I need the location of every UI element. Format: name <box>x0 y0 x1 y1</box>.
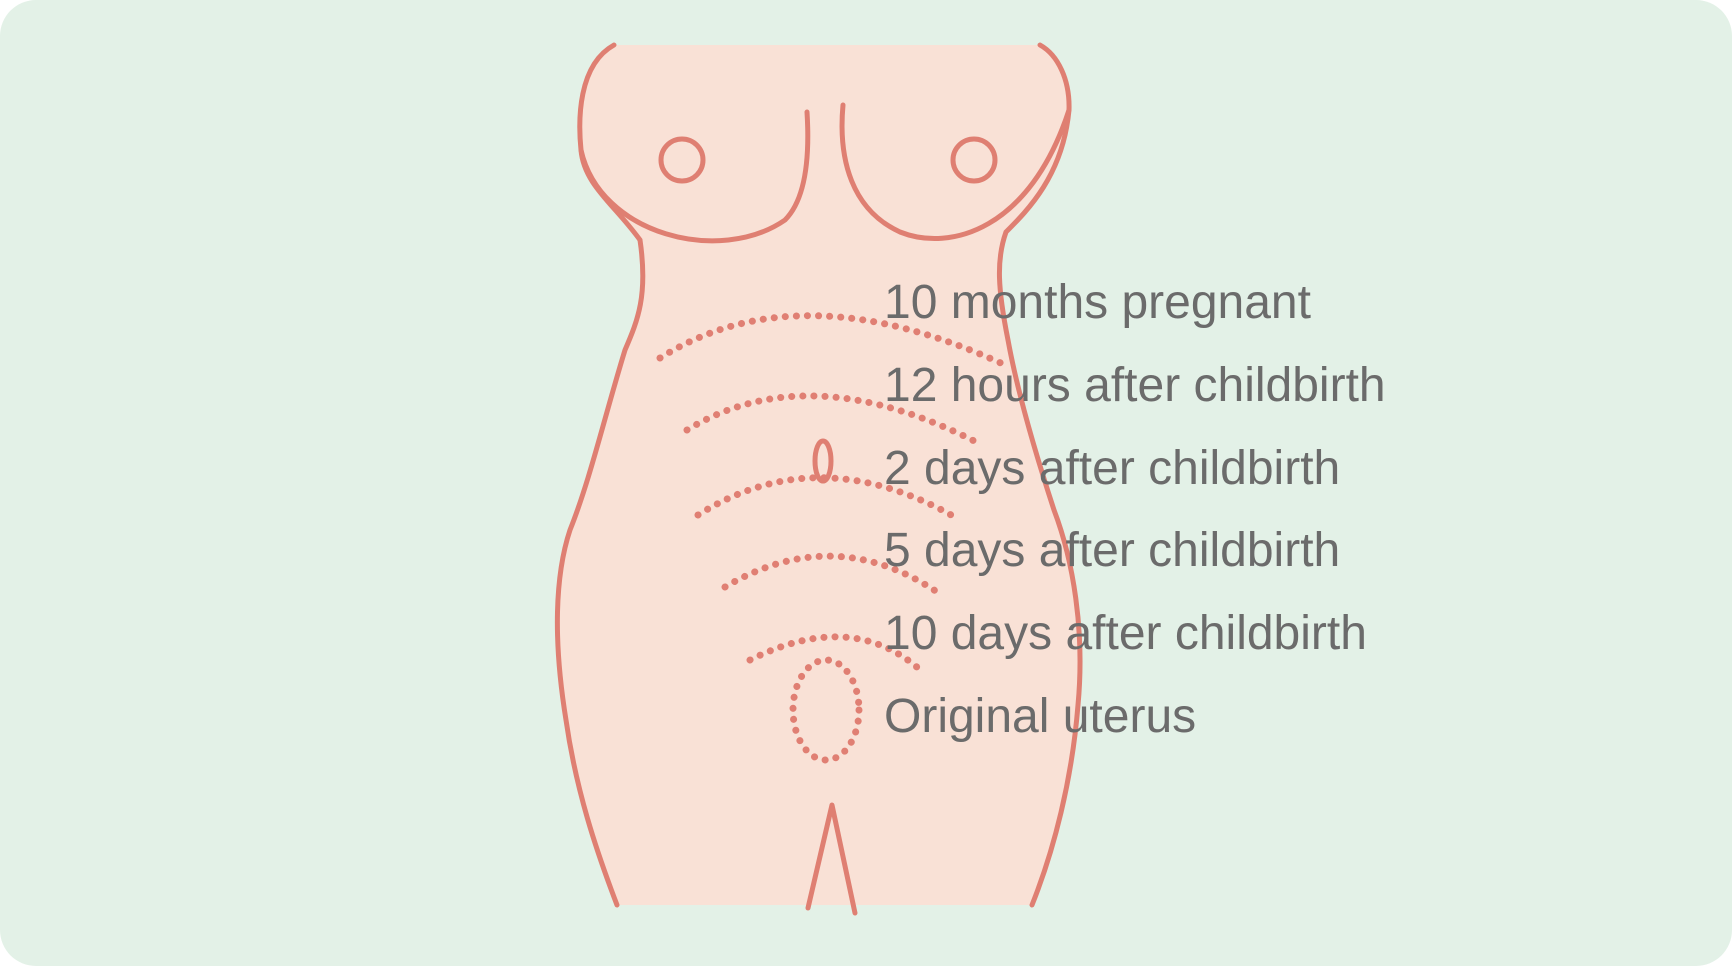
label-5-days-after: 5 days after childbirth <box>884 524 1340 577</box>
navel <box>812 438 834 484</box>
arc-10-days-after <box>746 633 922 672</box>
label-original-uterus: Original uterus <box>884 690 1196 743</box>
label-10-months-pregnant: 10 months pregnant <box>884 276 1311 329</box>
left-breast-outline <box>578 109 811 244</box>
left-nipple <box>658 136 706 184</box>
torso-outline-right <box>996 42 1083 908</box>
original-uterus-outline <box>789 656 863 764</box>
right-breast-outline <box>839 102 1072 241</box>
right-nipple <box>950 136 998 184</box>
label-2-days-after: 2 days after childbirth <box>884 442 1340 495</box>
label-12-hours-after: 12 hours after childbirth <box>884 359 1386 412</box>
arc-10-months-pregnant <box>656 312 1009 369</box>
arc-12-hours-after <box>683 392 986 449</box>
arc-5-days-after <box>721 552 944 598</box>
stage-labels: 10 months pregnant 12 hours after childb… <box>884 276 1386 743</box>
label-10-days-after: 10 days after childbirth <box>884 607 1367 660</box>
crotch-outline <box>805 802 858 916</box>
